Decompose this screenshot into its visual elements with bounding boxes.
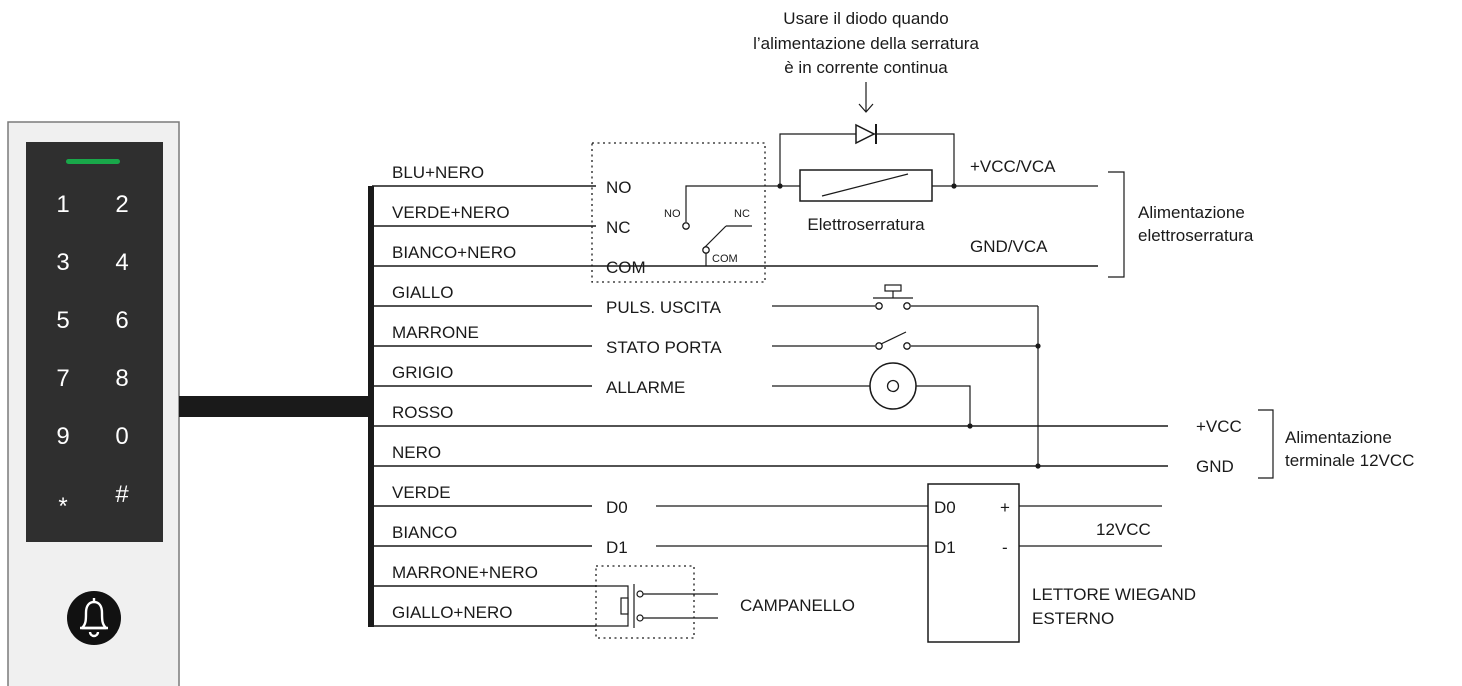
alarm-siren-icon [869,362,917,410]
keypad-key: 7 [56,365,69,392]
terminal-label: D0 [606,498,628,517]
wire-label: VERDE [392,483,451,502]
cable [179,396,372,417]
doorbell-label: CAMPANELLO [740,596,855,615]
terminal-vcc-label: +VCC [1196,417,1242,436]
terminal-supply-bracket [1258,409,1274,479]
note-line-2: l’alimentazione della serratura [753,34,979,53]
terminal-power: +VCC GND Alimentazione terminale 12VCC [1196,409,1414,479]
bell-icon [80,598,108,638]
keypad-key: 3 [56,249,69,276]
terminal-label: ALLARME [606,378,685,397]
lock-coil [799,169,933,202]
relay-nc-label: NC [734,208,750,220]
reader-box [927,483,1020,643]
terminal-gnd-label: GND [1196,457,1234,476]
diode-note: Usare il diodo quando l’alimentazione de… [753,9,979,113]
keypad-key: 0 [115,423,128,450]
wire-lines [372,185,1168,627]
wiegand-reader: D0 D1 D0 D1 + - 12VCC LETTORE WIEGAND ES… [606,483,1196,643]
keypad-key: 5 [56,307,69,334]
wire-label: GRIGIO [392,363,453,382]
reader-minus-label: - [1002,538,1008,557]
lock-label: Elettroserratura [807,215,925,234]
terminal-label: STATO PORTA [606,338,722,357]
lock-supply-label-1: Alimentazione [1138,203,1245,222]
status-led [66,159,120,164]
reader-supply-label: 12VCC [1096,520,1151,539]
doorbell-contacts: CAMPANELLO [595,565,855,639]
reader-d0-label: D0 [934,498,956,517]
terminal-label: NC [606,218,631,237]
cable-bus [368,186,374,627]
arrow-down-icon [858,82,874,113]
terminal-label: PULS. USCITA [606,298,722,317]
keypad-keys: 1 2 3 4 5 6 7 8 9 0 * # [56,191,129,520]
lock-supply-bracket [1108,171,1125,278]
keypad-key: # [115,481,129,508]
door-switch-icon [875,331,911,350]
reader-label-1: LETTORE WIEGAND [1032,585,1196,604]
exit-push-button-icon [873,284,913,310]
wire-label: BLU+NERO [392,163,484,182]
lock-supply-label-2: elettroserratura [1138,226,1254,245]
wire-label: MARRONE [392,323,479,342]
lock-vcc-label: +VCC/VCA [970,157,1056,176]
wire-label: BIANCO [392,523,457,542]
relay-com-label: COM [712,253,738,265]
lock-gnd-label: GND/VCA [970,237,1048,256]
terminal-label: NO [606,178,632,197]
wire-labels: BLU+NERO VERDE+NERO BIANCO+NERO GIALLO M… [392,163,538,622]
keypad-key: 9 [56,423,69,450]
wire-label: BIANCO+NERO [392,243,516,262]
relay-no-label: NO [664,208,681,220]
wire-label: NERO [392,443,441,462]
wire-label: GIALLO+NERO [392,603,512,622]
keypad-key: 1 [56,191,69,218]
relay-contacts: NO NC COM NO NC COM [591,142,780,283]
reader-label-2: ESTERNO [1032,609,1114,628]
diode-icon [855,123,877,145]
note-line-3: è in corrente continua [784,58,948,77]
keypad-device: 1 2 3 4 5 6 7 8 9 0 * # [7,121,180,686]
terminal-label: COM [606,258,646,277]
wire-label: MARRONE+NERO [392,563,538,582]
keypad-key: * [58,493,67,520]
terminal-supply-label-1: Alimentazione [1285,428,1392,447]
io-section: PULS. USCITA STATO PORTA ALLARME [606,284,1041,469]
keypad-key: 6 [115,307,128,334]
lock-circuit: Elettroserratura +VCC/VCA GND/VCA Alimen… [777,123,1254,278]
keypad-panel [26,142,163,542]
bell-button [67,591,121,645]
wire-label: GIALLO [392,283,453,302]
keypad-key: 4 [115,249,128,276]
wire-label: VERDE+NERO [392,203,510,222]
wire-label: ROSSO [392,403,453,422]
keypad-key: 8 [115,365,128,392]
reader-d1-label: D1 [934,538,956,557]
reader-plus-label: + [1000,498,1010,517]
terminal-label: D1 [606,538,628,557]
terminal-supply-label-2: terminale 12VCC [1285,451,1414,470]
note-line-1: Usare il diodo quando [783,9,948,28]
keypad-key: 2 [115,191,128,218]
